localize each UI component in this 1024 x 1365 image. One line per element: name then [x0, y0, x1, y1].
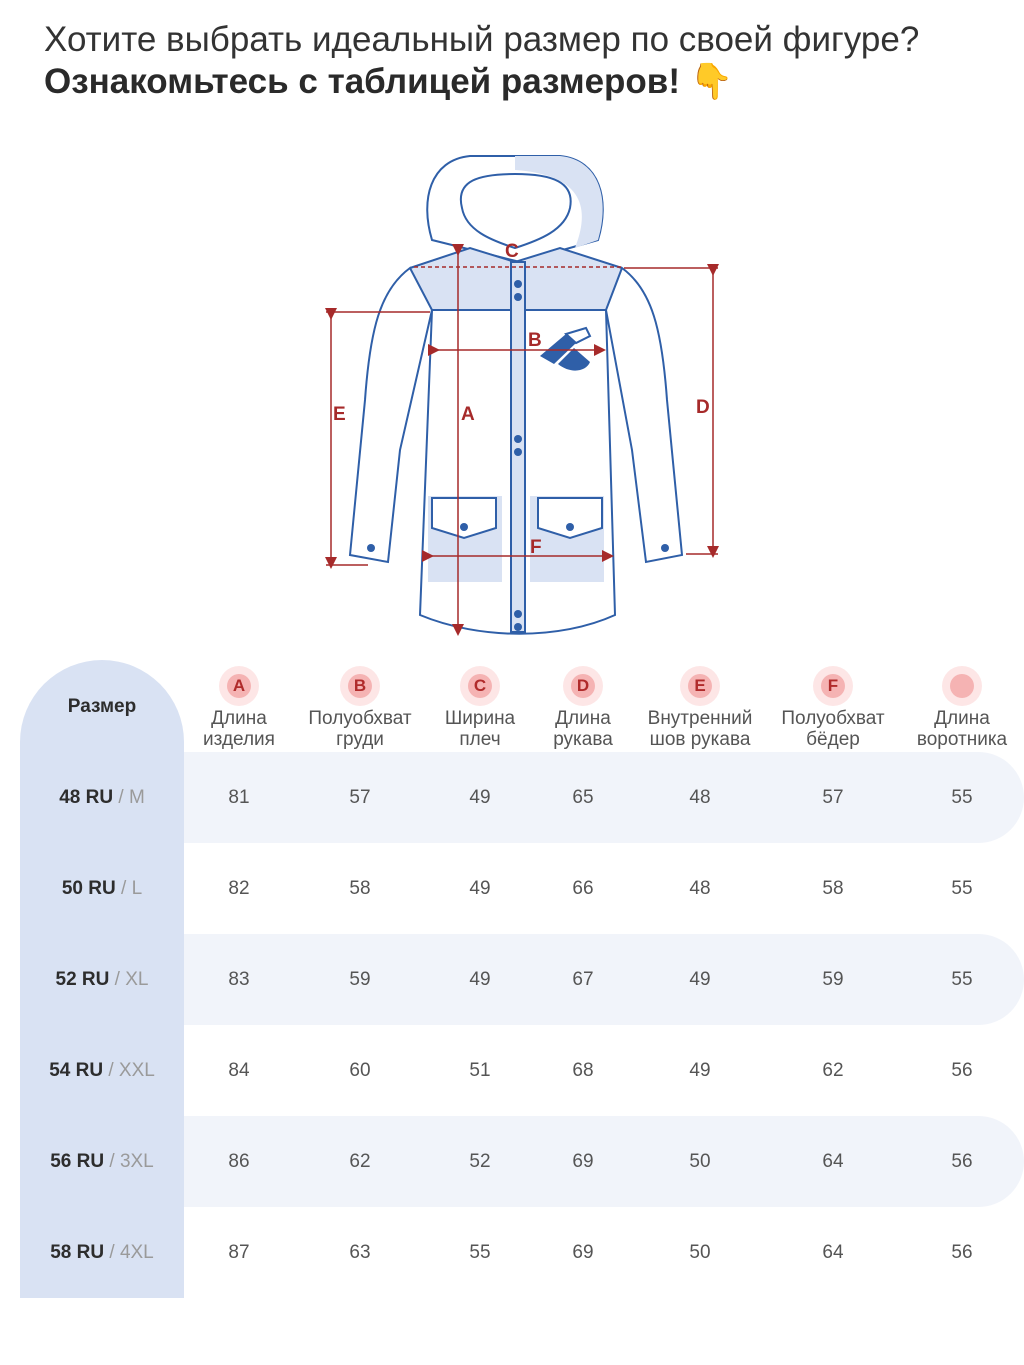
label-e: E — [333, 404, 346, 425]
table-cell: 50 — [689, 1242, 711, 1263]
table-cell: 59 — [349, 969, 371, 990]
badge-d-icon: D — [563, 666, 603, 706]
label-f: F — [530, 537, 542, 558]
table-cell: 60 — [349, 1060, 371, 1081]
table-row: 48 RU / M 81 57 49 65 48 57 55 — [0, 752, 1024, 843]
column-header-c: C Ширина плеч — [405, 666, 555, 750]
right-pocket-flap — [537, 497, 603, 540]
column-header-b: B Полуобхват груди — [285, 666, 435, 750]
size-cell: 52 RU / XL — [55, 969, 149, 990]
left-pocket-flap — [431, 497, 497, 540]
row-stripe — [184, 752, 1024, 843]
table-cell: 55 — [951, 787, 973, 808]
table-cell: 63 — [349, 1242, 371, 1263]
column-header-collar: Длина воротника — [887, 666, 1024, 750]
table-row: 52 RU / XL 83 59 49 67 49 59 55 — [0, 934, 1024, 1025]
table-cell: 86 — [228, 1151, 250, 1172]
table-cell: 81 — [228, 787, 250, 808]
column-header-e: E Внутренний шов рукава — [625, 666, 775, 750]
table-cell: 84 — [228, 1060, 250, 1081]
table-row: 54 RU / XXL 84 60 51 68 49 62 56 — [0, 1025, 1024, 1116]
jacket-right-sleeve — [604, 266, 684, 564]
size-column-background — [20, 660, 184, 1298]
table-cell: 57 — [349, 787, 371, 808]
table-cell: 49 — [469, 969, 491, 990]
table-cell: 51 — [469, 1060, 491, 1081]
table-cell: 59 — [822, 969, 844, 990]
table-cell: 87 — [228, 1242, 250, 1263]
table-cell: 49 — [689, 969, 711, 990]
table-cell: 69 — [572, 1151, 594, 1172]
table-cell: 64 — [822, 1151, 844, 1172]
badge-a-icon: A — [219, 666, 259, 706]
table-row: 58 RU / 4XL 87 63 55 69 50 64 56 — [0, 1207, 1024, 1298]
table-cell: 65 — [572, 787, 594, 808]
table-cell: 68 — [572, 1060, 594, 1081]
column-header-d: D Длина рукава — [508, 666, 658, 750]
table-cell: 62 — [349, 1151, 371, 1172]
table-cell: 48 — [689, 878, 711, 899]
table-cell: 55 — [951, 969, 973, 990]
table-cell: 56 — [951, 1151, 973, 1172]
table-cell: 56 — [951, 1060, 973, 1081]
table-cell: 55 — [469, 1242, 491, 1263]
table-cell: 56 — [951, 1242, 973, 1263]
table-cell: 69 — [572, 1242, 594, 1263]
table-cell: 66 — [572, 878, 594, 899]
table-cell: 48 — [689, 787, 711, 808]
size-column-header: Размер — [67, 696, 137, 717]
heading-question: Хотите выбрать идеальный размер по своей… — [44, 20, 920, 59]
heading-cta-text: Ознакомьтесь с таблицей размеров! — [44, 62, 680, 101]
label-c: C — [505, 241, 519, 262]
table-cell: 82 — [228, 878, 250, 899]
label-a: A — [461, 404, 475, 425]
row-stripe — [184, 1116, 1024, 1207]
table-cell: 67 — [572, 969, 594, 990]
size-cell: 58 RU / 4XL — [50, 1242, 154, 1263]
badge-b-icon: B — [340, 666, 380, 706]
table-cell: 49 — [689, 1060, 711, 1081]
size-cell: 56 RU / 3XL — [50, 1151, 154, 1172]
table-cell: 83 — [228, 969, 250, 990]
table-cell: 52 — [469, 1151, 491, 1172]
label-b: B — [528, 330, 542, 351]
size-cell: 50 RU / L — [61, 878, 143, 899]
table-cell: 49 — [469, 878, 491, 899]
table-cell: 49 — [469, 787, 491, 808]
heading-call-to-action: Ознакомьтесь с таблицей размеров! 👇 — [44, 60, 1004, 104]
table-cell: 50 — [689, 1151, 711, 1172]
jacket-illustration: C B A E D F — [325, 155, 719, 636]
pointing-down-icon: 👇 — [689, 62, 734, 101]
size-cell: 48 RU / M — [59, 787, 145, 808]
column-header-f: F Полуобхват бёдер — [758, 666, 908, 750]
page-heading: Хотите выбрать идеальный размер по своей… — [44, 20, 1004, 104]
badge-c-icon: C — [460, 666, 500, 706]
table-cell: 55 — [951, 878, 973, 899]
label-d: D — [696, 397, 710, 418]
size-cell: 54 RU / XXL — [49, 1060, 155, 1081]
badge-f-icon: F — [813, 666, 853, 706]
jacket-placket — [510, 261, 526, 633]
jacket-left-sleeve — [348, 266, 434, 564]
column-header-a: A Длина изделия — [164, 666, 314, 750]
table-cell: 58 — [349, 878, 371, 899]
badge-collar-icon — [942, 666, 982, 706]
table-row: 50 RU / L 82 58 49 66 48 58 55 — [0, 843, 1024, 934]
jacket-measurement-diagram: C B A E D F — [0, 130, 1024, 650]
badge-e-icon: E — [680, 666, 720, 706]
table-cell: 58 — [822, 878, 844, 899]
row-stripe — [184, 934, 1024, 1025]
table-row: 56 RU / 3XL 86 62 52 69 50 64 56 — [0, 1116, 1024, 1207]
table-cell: 57 — [822, 787, 844, 808]
table-cell: 64 — [822, 1242, 844, 1263]
table-cell: 62 — [822, 1060, 844, 1081]
